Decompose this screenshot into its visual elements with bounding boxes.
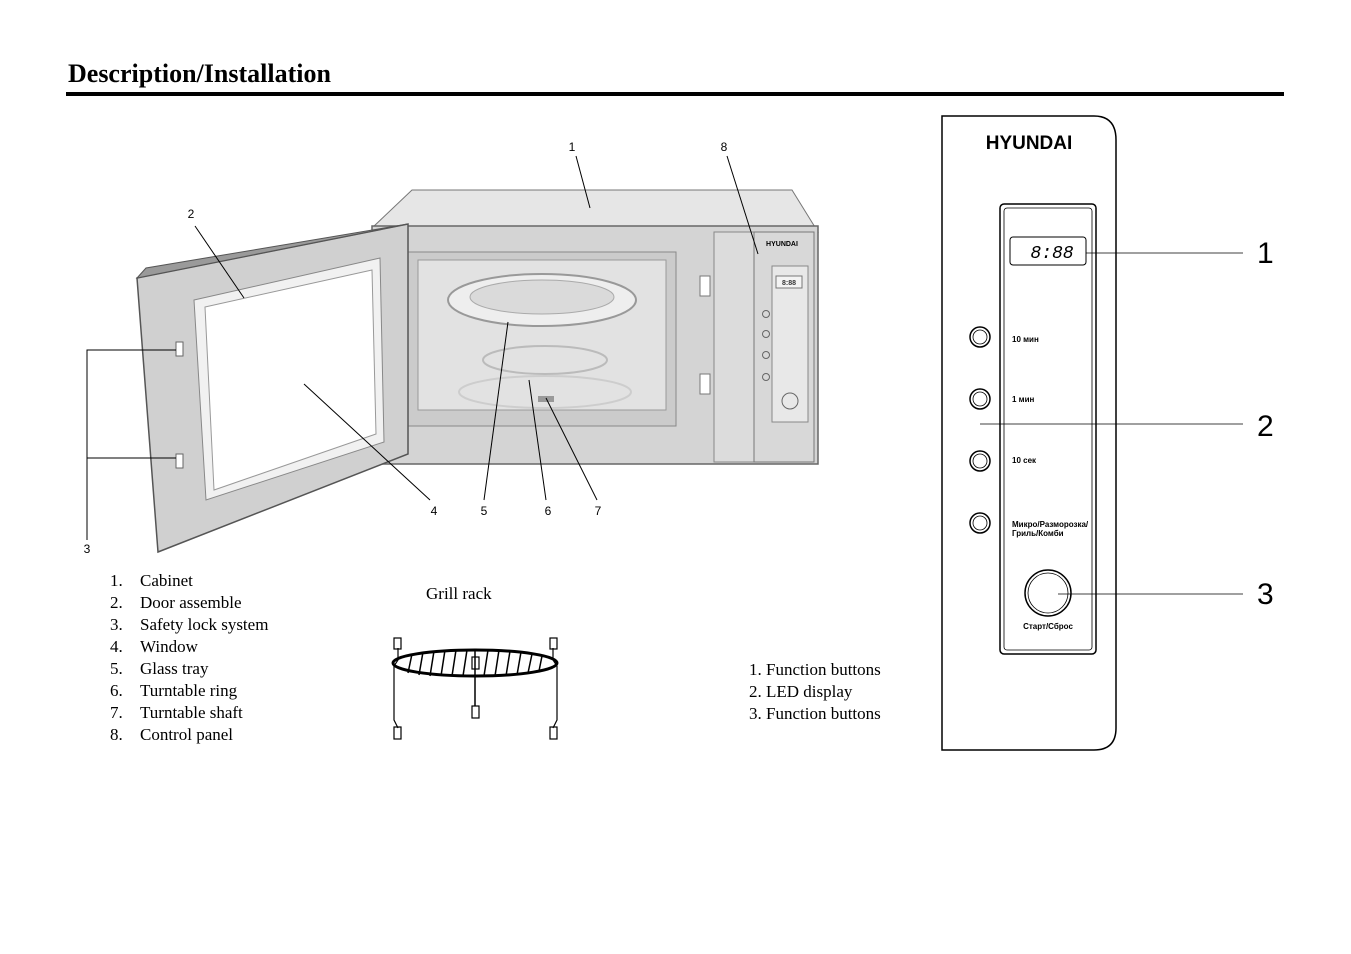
callout-3: 3 xyxy=(84,542,91,556)
start-reset-button xyxy=(1024,569,1072,617)
panel-brand: HYUNDAI xyxy=(986,133,1073,154)
callout-2: 2 xyxy=(188,207,195,221)
list-item: 4.Window xyxy=(110,637,198,656)
oven-leader-lines xyxy=(86,155,759,540)
control-panel-legend: 1. Function buttons 2. LED display 3. Fu… xyxy=(749,659,881,725)
list-item: 3.Safety lock system xyxy=(110,615,269,634)
list-item: 2.Door assemble xyxy=(110,593,242,612)
page-title: Description/Installation xyxy=(68,59,331,88)
oven-body: HYUNDAI 8:88 xyxy=(371,189,819,465)
panel-led-display: 8:88 xyxy=(1030,244,1073,264)
list-item: 2. LED display xyxy=(749,682,853,701)
oven-callout-numbers: 1 8 2 3 4 5 6 7 xyxy=(84,140,728,556)
button-label-mode-line2: Гриль/Комби xyxy=(1012,529,1064,538)
callout-7: 7 xyxy=(595,504,602,518)
grill-rack-drawing xyxy=(391,637,559,740)
start-reset-label: Старт/Сброс xyxy=(1023,622,1073,631)
title-rule xyxy=(66,92,1284,96)
oven-brand: HYUNDAI xyxy=(766,241,798,248)
button-label-1-min: 1 мин xyxy=(1012,395,1035,404)
list-item: 1. Function buttons xyxy=(749,660,881,679)
callout-8: 8 xyxy=(721,140,728,154)
list-item: 1.Cabinet xyxy=(110,571,193,590)
panel-callout-1: 1 xyxy=(1257,237,1274,270)
list-item: 5.Glass tray xyxy=(110,659,209,678)
oven-display: 8:88 xyxy=(782,280,796,287)
callout-5: 5 xyxy=(481,504,488,518)
panel-callout-3: 3 xyxy=(1257,578,1274,611)
grill-rack-label: Grill rack xyxy=(426,584,492,603)
callout-1: 1 xyxy=(569,140,576,154)
list-item: 6.Turntable ring xyxy=(110,681,238,700)
button-label-10-sec: 10 сек xyxy=(1012,456,1037,465)
list-item: 3. Function buttons xyxy=(749,704,881,723)
button-label-mode-line1: Микро/Разморозка/ xyxy=(1012,520,1089,529)
button-label-10-min: 10 мин xyxy=(1012,335,1039,344)
callout-4: 4 xyxy=(431,504,438,518)
door-latch-upper xyxy=(175,341,184,357)
parts-list: 1.Cabinet 2.Door assemble 3.Safety lock … xyxy=(110,570,268,746)
callout-6: 6 xyxy=(545,504,552,518)
list-item: 8.Control panel xyxy=(110,725,234,744)
control-panel-drawing: HYUNDAI 8:88 10 мин 1 мин 10 сек Микро/Р… xyxy=(941,115,1274,751)
list-item: 7.Turntable shaft xyxy=(110,703,243,722)
panel-callout-2: 2 xyxy=(1257,410,1274,443)
door-latch-lower xyxy=(175,453,184,469)
oven-door xyxy=(135,223,409,554)
